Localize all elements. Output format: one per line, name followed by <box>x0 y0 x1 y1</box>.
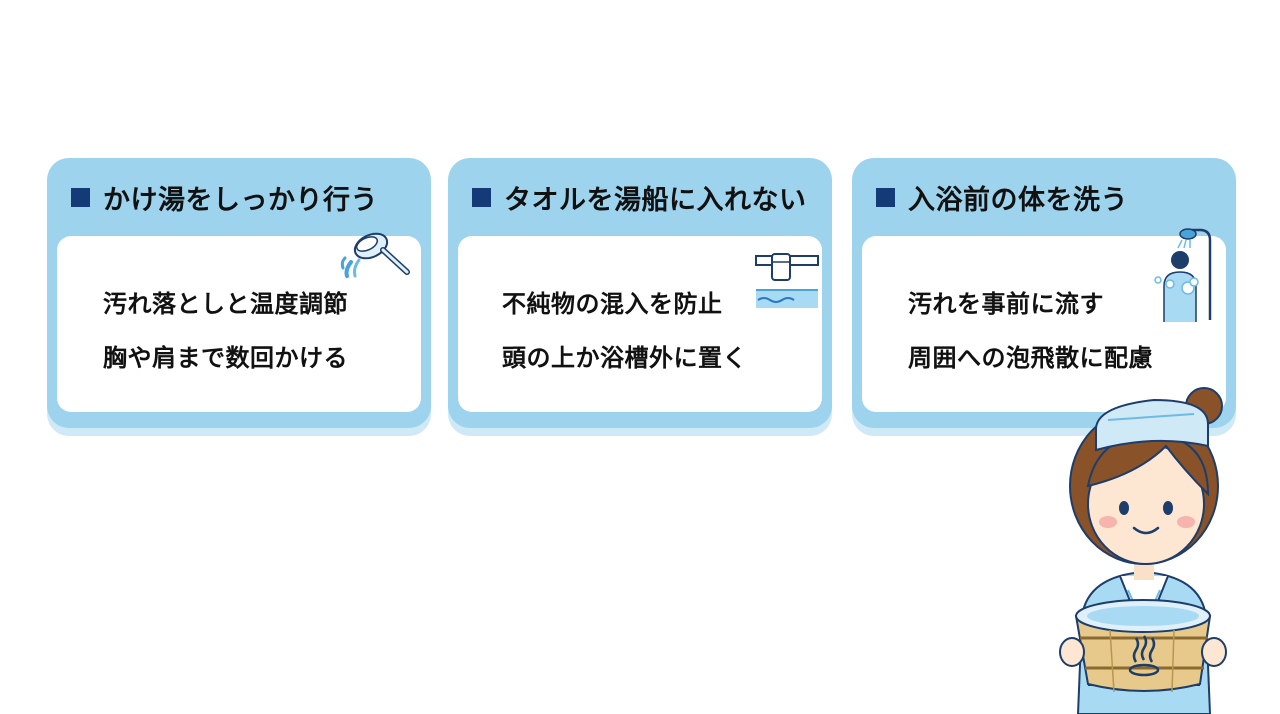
bullet-square-icon <box>876 187 895 207</box>
ladle-water-icon <box>340 232 410 278</box>
card-title: タオルを湯船に入れない <box>504 184 807 216</box>
card-line-1: 不純物の混入を防止 <box>502 290 723 318</box>
manner-card-towel: タオルを湯船に入れない 不純物の混入を防止 頭の上か浴槽外に置く <box>448 158 832 428</box>
bullet-square-icon <box>472 187 491 207</box>
card-line-2: 頭の上か浴槽外に置く <box>502 344 747 372</box>
card-title: 入浴前の体を洗う <box>908 184 1128 216</box>
card-body: 汚れ落としと温度調節 胸や肩まで数回かける <box>57 236 421 412</box>
manner-card-kakeyu: かけ湯をしっかり行う 汚れ落としと温度調節 胸や肩まで数回かける <box>47 158 431 428</box>
card-line-1: 汚れを事前に流す <box>908 290 1104 318</box>
shower-washing-icon <box>1154 228 1212 322</box>
card-header: タオルを湯船に入れない <box>448 158 832 236</box>
towel-bath-icon <box>755 253 819 308</box>
card-body: 汚れを事前に流す 周囲への泡飛散に配慮 <box>862 236 1226 412</box>
card-line-2: 胸や肩まで数回かける <box>103 344 348 372</box>
bullet-square-icon <box>71 187 90 207</box>
card-line-2: 周囲への泡飛散に配慮 <box>908 344 1153 372</box>
manner-card-wash-body: 入浴前の体を洗う 汚れを事前に流す 周囲への泡飛散に配慮 <box>852 158 1236 428</box>
onsen-mark-icon <box>1128 635 1160 677</box>
card-header: かけ湯をしっかり行う <box>47 158 431 236</box>
card-line-1: 汚れ落としと温度調節 <box>103 290 348 318</box>
woman-in-yukata-illustration <box>1059 387 1227 714</box>
card-header: 入浴前の体を洗う <box>852 158 1236 236</box>
card-title: かけ湯をしっかり行う <box>103 184 378 216</box>
